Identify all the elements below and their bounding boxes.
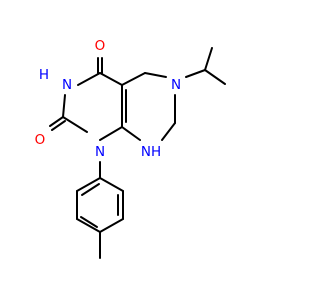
bond (99, 72, 123, 86)
bond-layer (49, 47, 226, 259)
oxygen-atom-left: O (35, 132, 46, 148)
oxygen-atom-top: O (95, 38, 106, 54)
nitrogen-atom-imide: N (62, 77, 72, 93)
bond (204, 47, 213, 71)
bond (51, 120, 66, 131)
bond (121, 126, 141, 141)
nh-group: NH (141, 144, 161, 160)
nitrogen-atom-ring: N (171, 77, 181, 93)
bond (121, 72, 146, 86)
bond (185, 69, 206, 78)
bond (99, 177, 124, 192)
nh-hydrogen: H (39, 67, 49, 83)
bond (62, 94, 66, 118)
bond (77, 72, 101, 86)
bond (76, 177, 101, 192)
bond (144, 72, 167, 78)
bond (161, 122, 176, 141)
bond (81, 183, 100, 196)
bond (49, 116, 64, 127)
bond (99, 218, 124, 233)
molecule-diagram: O H N O N N NH (35, 38, 226, 259)
atom-labels: O H N O N N NH (35, 38, 181, 160)
bond (76, 218, 101, 233)
bond (62, 116, 88, 133)
nitrogen-atom-aryl: N (95, 144, 105, 160)
bond (204, 69, 226, 85)
bond (99, 126, 123, 141)
bond (80, 216, 98, 228)
